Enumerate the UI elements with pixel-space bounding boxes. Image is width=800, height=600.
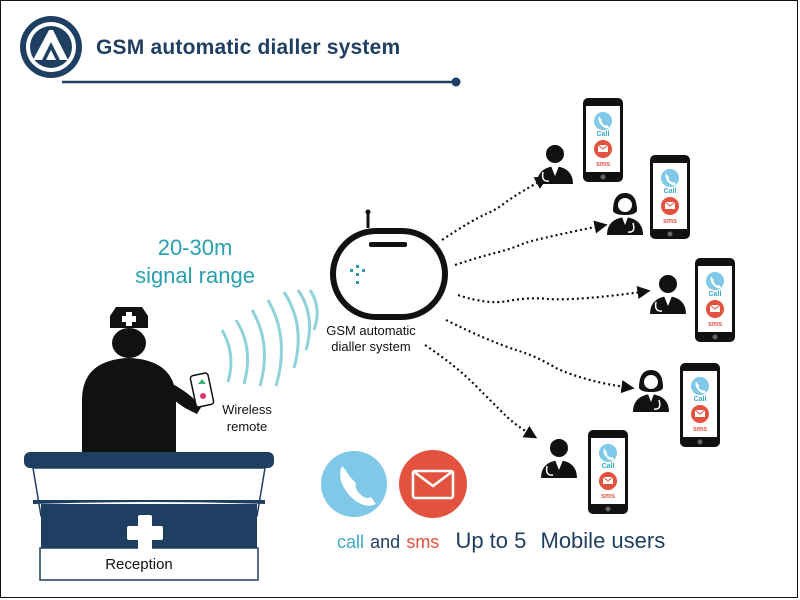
doctor-icon (540, 438, 578, 479)
page-title: GSM automatic dialler system (96, 36, 401, 59)
phone-icon (694, 257, 736, 343)
doctor-icon (632, 369, 670, 413)
signal-paths (424, 176, 651, 439)
remote-icon (189, 372, 215, 408)
phone-call-label: Call (709, 291, 722, 298)
phone-call-label: Call (602, 463, 615, 470)
phone-icon (649, 154, 691, 240)
logo-icon (20, 16, 82, 78)
dialler-label-line2: dialler system (331, 339, 411, 354)
phone-icon (587, 429, 629, 515)
footer-caption: call and sms Up to 5 Mobile users (337, 528, 665, 554)
dialler-device-icon (330, 209, 448, 320)
phone-icon (582, 97, 624, 183)
footer-call-text: call (337, 532, 365, 552)
dialler-device-label: GSM automatic dialler system (312, 323, 430, 355)
doctor-icon (606, 192, 644, 236)
phone-sms-label: sms (708, 321, 722, 328)
remote-label-line2: remote (226, 419, 268, 434)
phone-icon (679, 362, 721, 448)
signal-range-value: 20-30m (157, 235, 233, 260)
footer-and-text: and (370, 532, 401, 552)
phone-sms-label: sms (596, 161, 610, 168)
nurse-icon (82, 307, 203, 460)
phone-sms-label: sms (693, 426, 707, 433)
medical-cross-icon (127, 515, 163, 551)
footer-sms-text: sms (406, 532, 440, 552)
wireless-remote-label: Wireless remote (212, 401, 282, 435)
phone-call-label: Call (597, 131, 610, 138)
remote-label-line1: Wireless (222, 402, 272, 417)
doctor-icon (649, 274, 687, 315)
footer-up-to-text: Up to 5 (455, 528, 527, 553)
signal-range-caption: signal range (135, 263, 255, 288)
phone-call-label: Call (664, 188, 677, 195)
header-underline (62, 77, 461, 87)
signal-waves-icon (220, 289, 319, 387)
phone-sms-label: sms (663, 218, 677, 225)
signal-range-label: 20-30m signal range (110, 234, 280, 290)
dialler-label-line1: GSM automatic (326, 323, 416, 338)
footer-users-text: Mobile users (540, 528, 666, 553)
doctor-icon (536, 144, 574, 185)
phone-sms-label: sms (601, 493, 615, 500)
call-icon (321, 451, 387, 517)
reception-label: Reception (105, 556, 173, 573)
phone-call-label: Call (694, 396, 707, 403)
sms-icon (399, 450, 467, 518)
